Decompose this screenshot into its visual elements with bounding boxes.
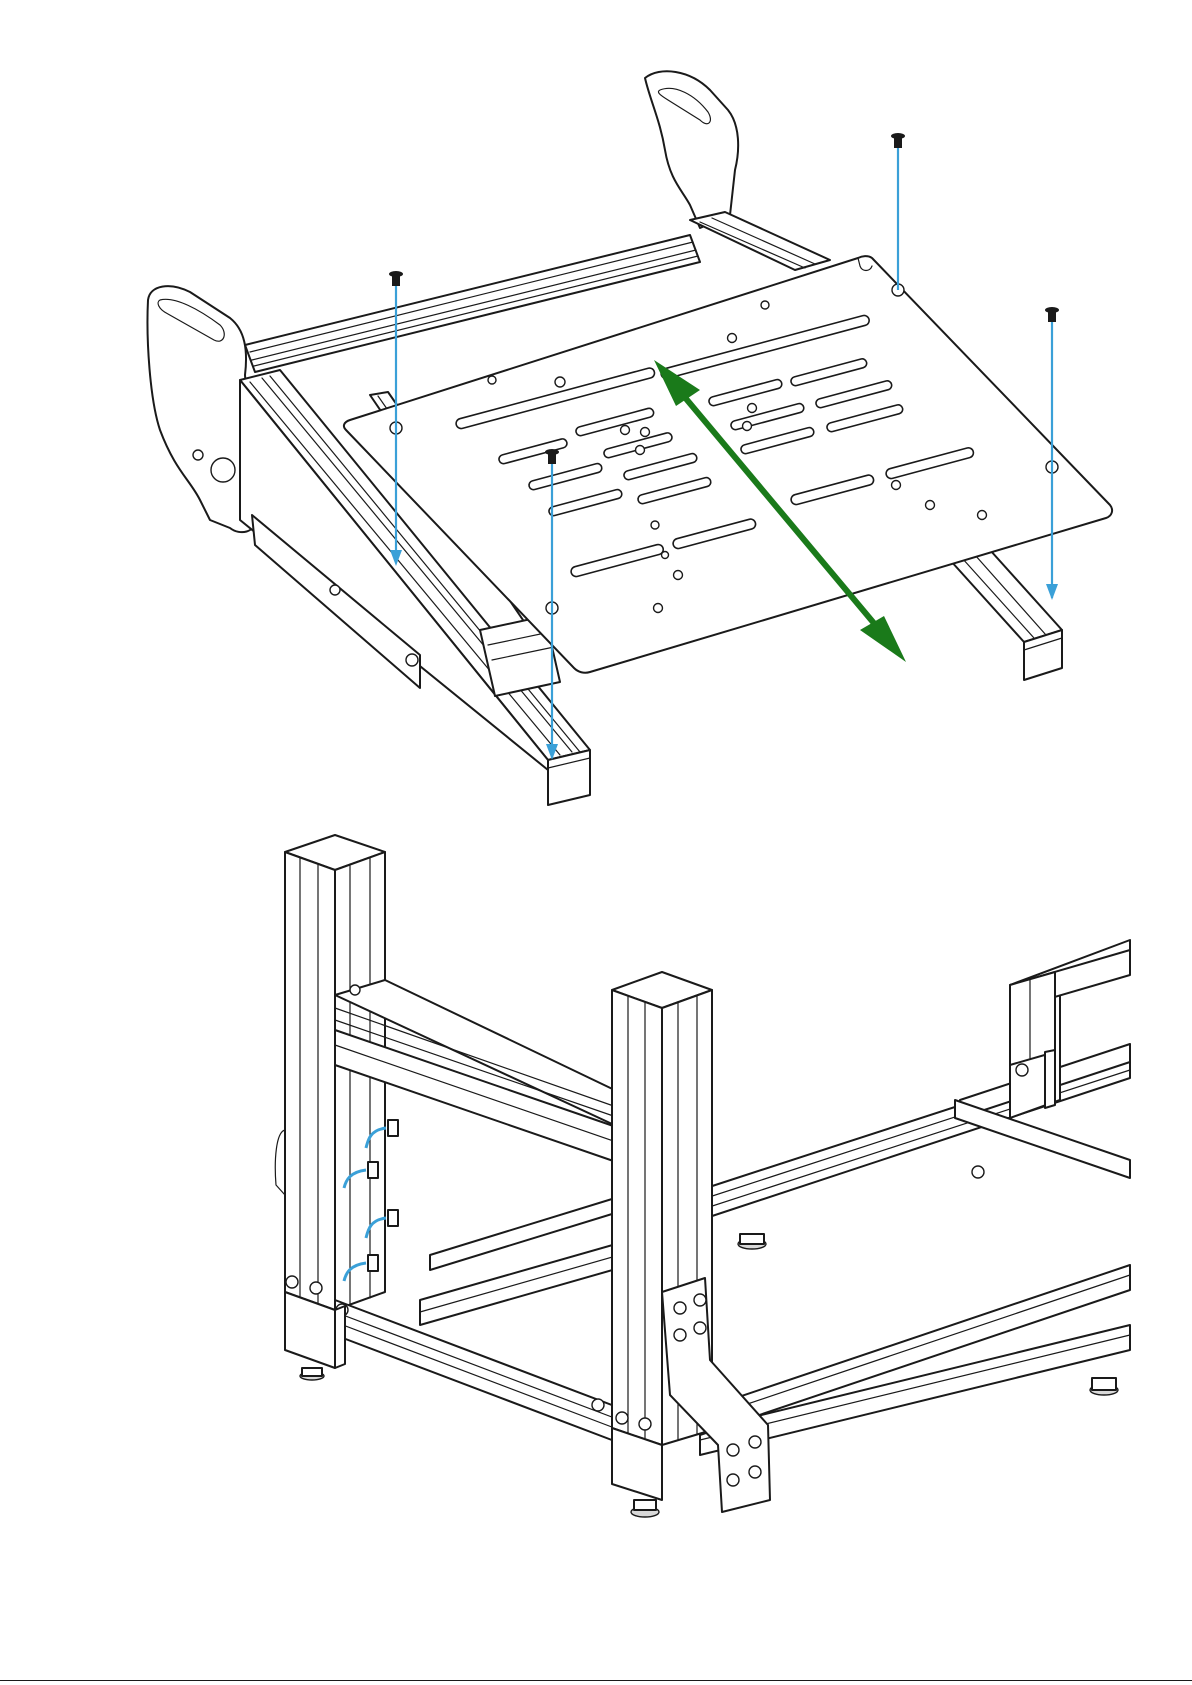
screw-front-right [1045, 307, 1059, 322]
screw-rear-right [891, 133, 905, 148]
right-bracket-plate [645, 71, 738, 228]
left-edge-bracket [275, 1130, 285, 1195]
bottom-assembly [275, 835, 1130, 1517]
screw-rear-left [389, 271, 403, 286]
levelling-feet [738, 1234, 1118, 1395]
top-assembly [148, 71, 1113, 805]
front-right-rail [950, 550, 1062, 680]
right-side-rail [690, 212, 830, 270]
footer-rule [0, 1680, 1192, 1681]
